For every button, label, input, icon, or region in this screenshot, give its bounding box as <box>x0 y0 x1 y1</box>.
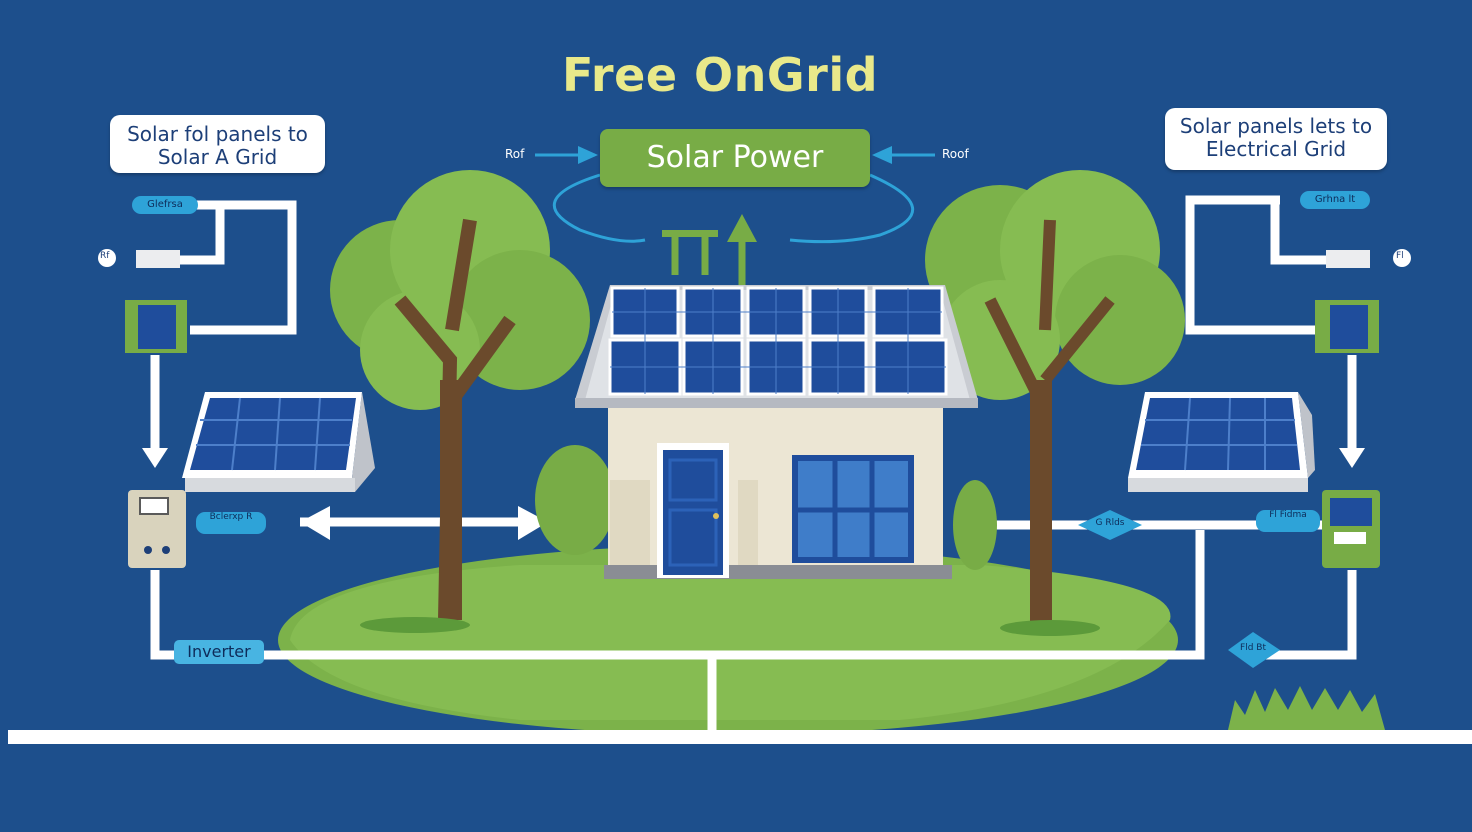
arrow-into-power-right <box>872 146 892 164</box>
arrow-into-power-left <box>578 146 598 164</box>
arrow-from-house <box>300 506 330 540</box>
roof-label-right: Roof <box>942 147 969 161</box>
roof-panels <box>608 286 948 396</box>
grid-ground-line <box>8 730 1472 744</box>
diagram-title: Free OnGrid <box>561 48 879 102</box>
diamond-marker-mid <box>1078 510 1142 540</box>
breaker-left <box>136 250 180 268</box>
left-pill-mid: Bclerxp R <box>196 512 266 534</box>
ground-panel-right <box>1128 392 1315 492</box>
tree-left <box>330 170 590 633</box>
node-left-label: Rf <box>100 251 110 261</box>
grass-hill-front <box>290 565 1171 720</box>
right-pill-top: Grhna lt <box>1300 191 1370 209</box>
arrow-right-down <box>1339 448 1365 468</box>
diamond-marker-low <box>1228 632 1280 668</box>
inverter-box <box>128 490 186 568</box>
diamond-mid-label: G Rlds <box>1095 518 1125 528</box>
node-right <box>1393 249 1411 267</box>
grid-meter <box>1322 490 1380 568</box>
right-label-box: Solar panels lets to Electrical Grid <box>1165 108 1387 170</box>
right-pill-mid: Fl Fidma <box>1256 510 1320 532</box>
breaker-right <box>1326 250 1370 268</box>
wiring <box>150 195 1357 732</box>
left-label-box: Solar fol panels to Solar A Grid <box>110 115 325 173</box>
bush-left <box>535 445 615 555</box>
charge-controller-right <box>1315 300 1379 353</box>
bush-right <box>953 480 997 570</box>
tree-right <box>925 170 1185 636</box>
ground-panel-left <box>182 392 375 492</box>
up-arrow-head <box>727 214 757 242</box>
node-left <box>98 249 116 267</box>
charge-controller-left <box>125 300 187 353</box>
roof-label-left: Rof <box>505 147 525 161</box>
arrow-to-house <box>518 506 548 540</box>
grass-tuft <box>1228 686 1385 730</box>
left-pill-top: Glefrsa <box>132 196 198 214</box>
roof-panel-grid <box>610 288 946 394</box>
diamond-low-label: Fld Bt <box>1240 643 1266 653</box>
solar-power-box: Solar Power <box>600 129 870 187</box>
node-right-label: Fl <box>1396 251 1404 261</box>
inverter-label: Inverter <box>174 640 264 664</box>
arrow-left-down <box>142 448 168 468</box>
